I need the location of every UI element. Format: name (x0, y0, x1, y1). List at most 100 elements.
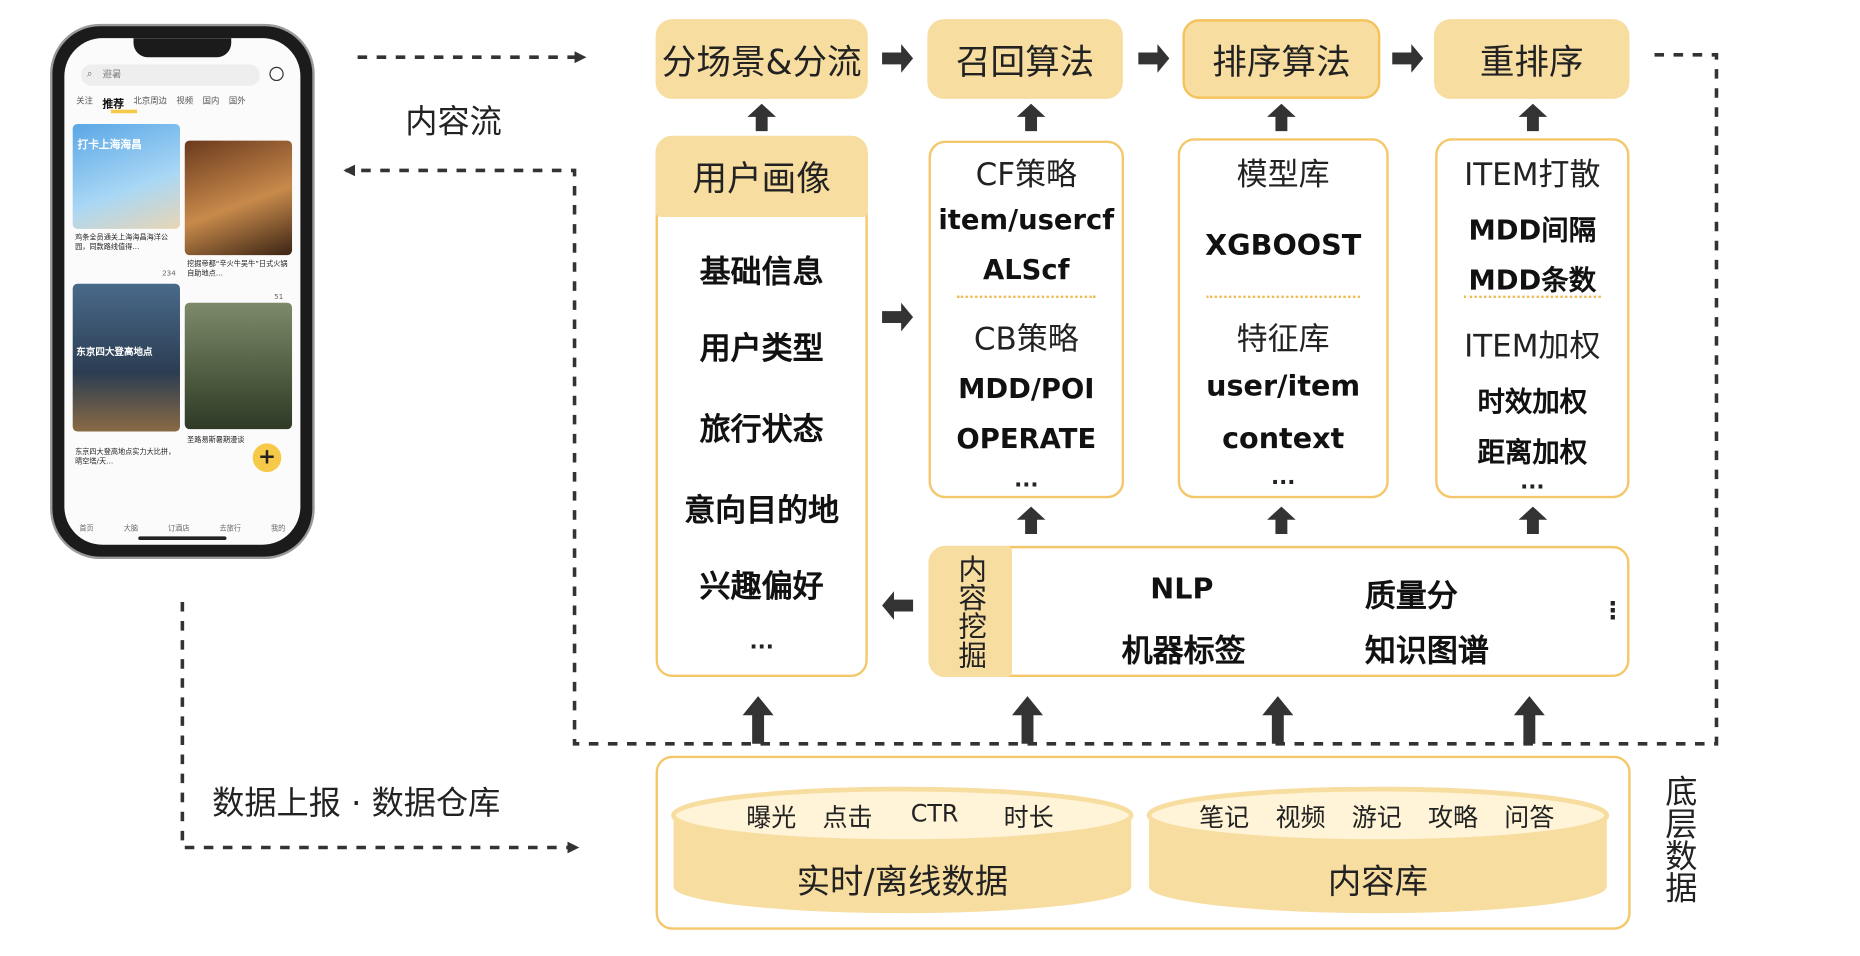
tab-abroad[interactable]: 国外 (228, 96, 246, 107)
content-lib-item: 攻略 (1428, 803, 1479, 833)
data-report-label: 数据上报 · 数据仓库 (212, 785, 501, 823)
nav-me[interactable]: 我的 (270, 524, 286, 533)
up-arrows-bottom (742, 696, 1545, 744)
phone-screen: 避暑 ⌕ 关注 推荐 北京周边 视频 国内 国外 打卡上海海昌 鸡条全员通关上海… (64, 38, 301, 545)
feature-item: user/item (1206, 369, 1361, 403)
content-lib-item: 游记 (1351, 803, 1402, 833)
phone-tabs: 关注 推荐 北京周边 视频 国内 国外 (76, 95, 291, 111)
tab-domestic[interactable]: 国内 (202, 96, 220, 107)
content-lib-item: 视频 (1275, 803, 1326, 833)
item-weight-title: ITEM加权 (1464, 328, 1601, 365)
phone-notch (133, 38, 232, 58)
mining-item: 质量分 (1364, 579, 1458, 616)
user-profile-title: 用户画像 (655, 135, 868, 217)
feature-item: ... (1270, 464, 1296, 490)
ranking-libraries-box: 模型库 XGBOOST 特征库 user/item context ... (1177, 138, 1389, 499)
feed-card[interactable] (184, 302, 293, 430)
profile-item: 旅行状态 (699, 412, 824, 449)
feed-card[interactable]: 东京四大登高地点 (72, 283, 180, 432)
rerank-strategies-box: ITEM打散 MDD间隔 MDD条数 ITEM加权 时效加权 距离加权 ... (1435, 138, 1630, 499)
stage-ranking: 排序算法 (1182, 19, 1381, 99)
cb-item: ... (1014, 467, 1039, 493)
cb-item: OPERATE (956, 424, 1097, 456)
cb-item: MDD/POI (958, 374, 1095, 406)
mining-item: 知识图谱 (1364, 634, 1489, 670)
mining-more: ⋮ (1600, 596, 1625, 625)
bottom-nav: 首页 大脑 订酒店 去旅行 我的 (64, 522, 300, 533)
nav-brain[interactable]: 大脑 (123, 524, 139, 533)
divider (1206, 295, 1361, 298)
card-caption: 东京四大登高地点实力大比拼，晴空塔/天… (75, 448, 176, 467)
card-likes: 51 (274, 293, 284, 302)
tab-recommend[interactable]: 推荐 (102, 98, 124, 111)
mining-item: NLP (1150, 572, 1214, 606)
phone-mockup: 避暑 ⌕ 关注 推荐 北京周边 视频 国内 国外 打卡上海海昌 鸡条全员通关上海… (52, 26, 313, 557)
up-arrows-top (747, 103, 1548, 132)
weight-item: ... (1520, 469, 1545, 495)
bottom-data-label: 底层数据 (1659, 774, 1697, 904)
model-item: XGBOOST (1205, 228, 1362, 263)
mining-item: 机器标签 (1121, 634, 1246, 670)
card-caption: 挖掘帝都“辛火牛吴牛”日式火锅自助地点… (187, 259, 288, 278)
card-title: 打卡上海海昌 (77, 139, 142, 152)
scatter-item: MDD间隔 (1468, 215, 1597, 247)
card-likes: 234 (162, 269, 176, 278)
message-icon[interactable] (269, 66, 284, 82)
profile-item: 用户类型 (699, 331, 824, 368)
recall-strategies-box: CF策略 item/usercf ALScf CB策略 MDD/POI OPER… (928, 140, 1125, 499)
content-lib-item: 问答 (1504, 803, 1555, 833)
feed-card[interactable]: 打卡上海海昌 (72, 123, 180, 229)
dashed-rerank-loop (343, 53, 1719, 746)
feature-item: context (1222, 421, 1345, 456)
realtime-data-title: 实时/离线数据 (796, 861, 1009, 902)
realtime-item: 时长 (1003, 803, 1054, 833)
profile-item: ... (749, 629, 774, 655)
stage-rerank: 重排序 (1433, 19, 1630, 99)
item-scatter-title: ITEM打散 (1464, 157, 1601, 194)
profile-item: 兴趣偏好 (699, 569, 824, 606)
active-tab-indicator (110, 109, 138, 114)
home-indicator (138, 536, 227, 540)
stage-scene-split: 分场景&分流 (655, 19, 868, 99)
weight-item: 时效加权 (1477, 387, 1588, 419)
tab-video[interactable]: 视频 (176, 96, 194, 107)
tab-follow[interactable]: 关注 (76, 96, 93, 107)
search-icon: ⌕ (87, 67, 93, 79)
tab-beijing[interactable]: 北京周边 (133, 96, 167, 107)
nav-home[interactable]: 首页 (79, 524, 94, 533)
divider (1463, 295, 1601, 298)
feature-lib-title: 特征库 (1236, 321, 1330, 358)
content-lib-item: 笔记 (1199, 803, 1250, 833)
card-caption: 圣路易斯暑期漫谈 (187, 436, 245, 445)
nav-travel[interactable]: 去旅行 (219, 524, 241, 533)
profile-item: 意向目的地 (684, 493, 840, 530)
realtime-item: CTR (910, 798, 959, 828)
cf-strategy-title: CF策略 (975, 157, 1078, 194)
content-flow-label: 内容流 (405, 103, 502, 141)
weight-item: 距离加权 (1477, 437, 1588, 469)
dashed-phone-to-data (180, 601, 580, 854)
card-title: 东京四大登高地点 (76, 346, 153, 358)
realtime-item: 点击 (822, 803, 873, 833)
content-mining-title: 内容挖掘 (953, 554, 987, 669)
content-mining-title-tab: 内容挖掘 (928, 545, 1013, 678)
divider (957, 295, 1096, 298)
feed-card[interactable] (184, 140, 293, 256)
user-profile-box: 用户画像 基础信息 用户类型 旅行状态 意向目的地 兴趣偏好 ... (655, 135, 868, 678)
scatter-item: MDD条数 (1468, 265, 1597, 297)
profile-item: 基础信息 (699, 255, 824, 291)
nav-hotel[interactable]: 订酒店 (168, 524, 190, 533)
realtime-item: 曝光 (746, 803, 797, 833)
cb-strategy-title: CB策略 (973, 321, 1079, 358)
model-lib-title: 模型库 (1236, 157, 1330, 194)
pipeline-arrows (882, 44, 1424, 620)
stage-recall: 召回算法 (927, 19, 1123, 99)
search-input[interactable]: 避暑 (81, 64, 260, 86)
content-mining-box: 内容挖掘 NLP 质量分 机器标签 知识图谱 ⋮ (928, 545, 1630, 678)
content-lib-title: 内容库 (1327, 861, 1429, 902)
add-post-button[interactable]: + (252, 443, 282, 473)
cf-item: item/usercf (938, 205, 1115, 237)
card-caption: 鸡条全员通关上海海昌海洋公园，同款路线值得… (75, 233, 169, 252)
